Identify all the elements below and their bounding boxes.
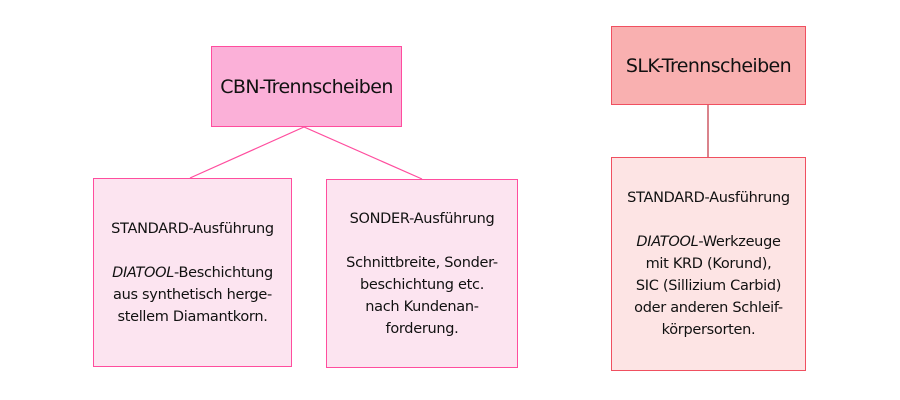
cbn-sonder-line1: Schnittbreite, Sonder- <box>346 254 498 271</box>
cbn-standard-line3: stellem Diamantkorn. <box>117 308 268 325</box>
cbn-sonder-node: SONDER-Ausführung Schnittbreite, Sonder-… <box>326 179 518 368</box>
slk-standard-heading: STANDARD-Ausführung <box>627 190 790 206</box>
cbn-standard-line2: aus synthetisch herge- <box>113 286 272 303</box>
slk-trennscheiben-node: SLK-Trennscheiben <box>611 26 806 105</box>
cbn-sonder-line3: nach Kundenan- <box>365 298 479 315</box>
cbn-title: CBN-Trennscheiben <box>220 75 393 98</box>
connector-cbn-sonder <box>303 126 423 180</box>
cbn-sonder-line4: forderung. <box>385 320 459 337</box>
brand-diatool: DIATOOL <box>112 264 175 281</box>
slk-standard-line5: körpersorten. <box>661 322 756 338</box>
brand-diatool: DIATOOL <box>636 234 699 250</box>
slk-standard-line3: SIC (Sillizium Carbid) <box>635 278 782 294</box>
cbn-standard-line1-text: -Beschichtung <box>174 264 273 281</box>
cbn-standard-node: STANDARD-Ausführung DIATOOL-Beschichtung… <box>93 178 292 367</box>
connector-cbn-standard <box>189 126 305 179</box>
slk-standard-line1: DIATOOL-Werkzeuge <box>636 231 781 253</box>
slk-standard-line2: mit KRD (Korund), <box>645 256 772 272</box>
slk-standard-line1-text: -Werkzeuge <box>698 234 781 250</box>
cbn-standard-heading: STANDARD-Ausführung <box>111 220 274 237</box>
cbn-sonder-line2: beschichtung etc. <box>360 276 484 293</box>
slk-title: SLK-Trennscheiben <box>625 54 792 77</box>
cbn-standard-line1: DIATOOL-Beschichtung <box>112 262 273 284</box>
slk-standard-node: STANDARD-Ausführung DIATOOL-Werkzeuge mi… <box>611 157 806 371</box>
slk-standard-line4: oder anderen Schleif- <box>634 300 783 316</box>
cbn-trennscheiben-node: CBN-Trennscheiben <box>211 46 402 127</box>
cbn-sonder-heading: SONDER-Ausführung <box>349 210 495 227</box>
